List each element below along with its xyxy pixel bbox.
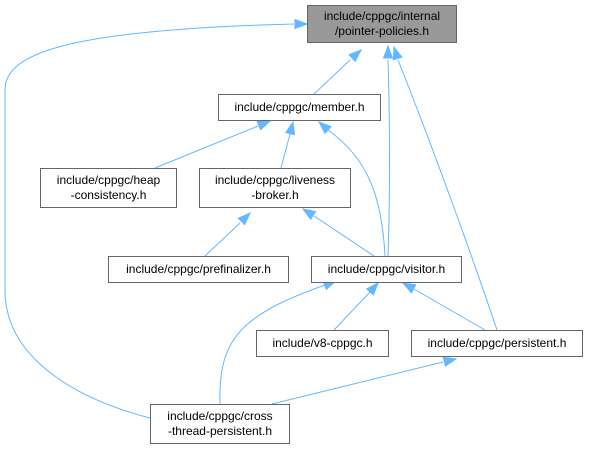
node-label: include/cppgc/visitor.h — [327, 262, 446, 276]
node-member-h[interactable]: include/cppgc/member.h — [218, 94, 381, 121]
edge-cross_thread_persistent-to-pointer_policies — [4, 23, 295, 419]
edge-cross_thread_persistent-to-visitor — [219, 284, 326, 405]
node-label: include/cppgc/persistent.h — [427, 336, 567, 350]
arrowhead-heap_consistency-to-member — [256, 120, 272, 131]
node-visitor-h[interactable]: include/cppgc/visitor.h — [311, 256, 462, 283]
arrowhead-persistent-to-visitor — [401, 282, 417, 294]
node-persistent-h[interactable]: include/cppgc/persistent.h — [411, 330, 583, 357]
arrowhead-cross_thread_persistent-to-persistent — [442, 356, 458, 367]
edge-visitor-to-pointer_policies — [387, 59, 390, 257]
node-label: include/cppgc/prefinalizer.h — [126, 262, 271, 276]
arrowhead-liveness_broker-to-member — [284, 120, 296, 136]
arrowhead-v8_cppgc-to-visitor — [365, 281, 379, 296]
arrowhead-visitor-to-liveness_broker — [301, 208, 317, 221]
node-liveness-broker-h[interactable]: include/cppgc/liveness -broker.h — [199, 168, 351, 208]
arrowhead-cross_thread_persistent-to-pointer_policies — [294, 18, 309, 30]
node-label: include/cppgc/heap -consistency.h — [56, 173, 161, 202]
arrowhead-persistent-to-pointer_policies — [392, 45, 403, 61]
arrowhead-visitor-to-member — [317, 121, 332, 135]
node-label: include/cppgc/cross -thread-persistent.h — [167, 409, 273, 438]
edge-prefinalizer-to-liveness_broker — [204, 222, 241, 257]
edge-visitor-to-liveness_broker — [313, 215, 375, 257]
edge-heap_consistency-to-member — [154, 125, 259, 169]
node-cross-thread-persistent-h[interactable]: include/cppgc/cross -thread-persistent.h — [150, 404, 290, 444]
node-label: include/cppgc/internal /pointer-policies… — [323, 9, 441, 38]
node-heap-consistency-h[interactable]: include/cppgc/heap -consistency.h — [40, 168, 177, 208]
edge-cross_thread_persistent-to-persistent — [271, 361, 444, 405]
node-pointer-policies-h: include/cppgc/internal /pointer-policies… — [307, 5, 457, 43]
edge-visitor-to-member — [327, 129, 386, 257]
edge-persistent-to-pointer_policies — [397, 59, 498, 331]
arrowhead-member-to-pointer_policies — [348, 49, 363, 63]
edge-persistent-to-visitor — [413, 288, 486, 331]
node-label: include/v8-cppgc.h — [272, 336, 373, 350]
arrowhead-visitor-to-pointer_policies — [382, 44, 394, 59]
node-v8-cppgc-h[interactable]: include/v8-cppgc.h — [256, 330, 389, 357]
edge-member-to-pointer_policies — [313, 59, 351, 95]
edge-liveness_broker-to-member — [280, 133, 291, 169]
node-label: include/cppgc/member.h — [234, 100, 365, 114]
node-prefinalizer-h[interactable]: include/cppgc/prefinalizer.h — [108, 256, 289, 283]
arrowhead-prefinalizer-to-liveness_broker — [237, 211, 252, 226]
node-label: include/cppgc/liveness -broker.h — [214, 173, 336, 202]
edge-v8_cppgc-to-visitor — [333, 291, 371, 331]
